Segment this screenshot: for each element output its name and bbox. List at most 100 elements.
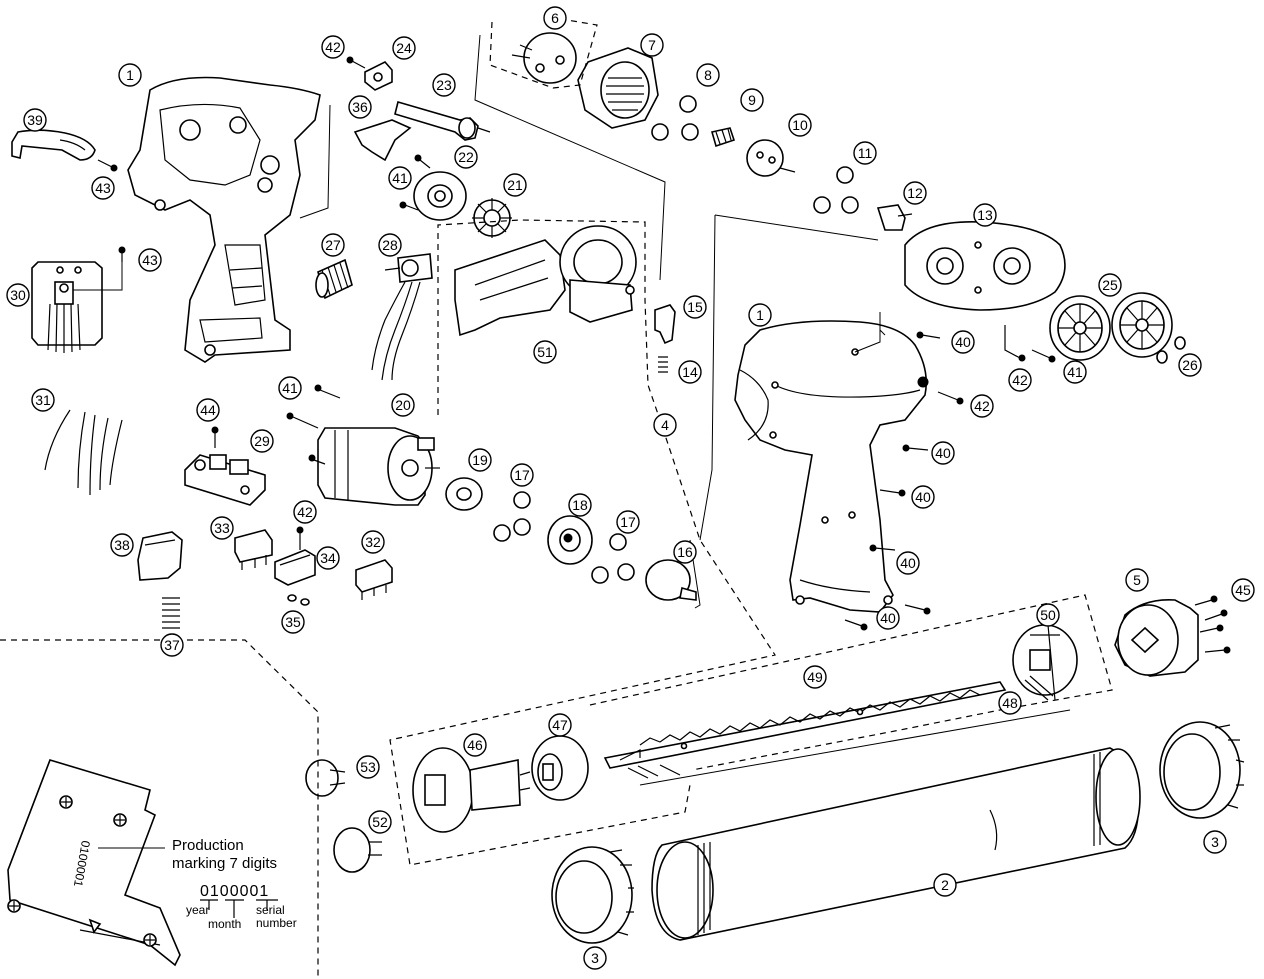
callout-number: 28	[382, 237, 398, 253]
callout-circle	[896, 551, 920, 575]
spring-14	[658, 356, 668, 373]
callout-circle	[210, 516, 234, 540]
callout-circle	[392, 36, 416, 60]
callout-6: 6	[543, 6, 567, 30]
callout-number: 48	[1002, 695, 1018, 711]
callout-circle	[673, 540, 697, 564]
callout-40: 40	[951, 330, 975, 354]
callout-number: 7	[648, 37, 656, 53]
callout-42: 42	[970, 394, 994, 418]
callout-circle	[432, 73, 456, 97]
callout-circle	[316, 546, 340, 570]
callout-number: 23	[436, 77, 452, 93]
year-label: year	[186, 903, 209, 917]
callout-circle	[640, 33, 664, 57]
callout-circle	[803, 665, 827, 689]
callout-circle	[278, 376, 302, 400]
switch-plate	[31, 261, 123, 353]
micro-switch	[355, 559, 393, 600]
callout-circle	[23, 108, 47, 132]
callout-40: 40	[911, 485, 935, 509]
callout-41: 41	[1063, 360, 1087, 384]
callout-number: 42	[297, 504, 313, 520]
screw-42c	[937, 391, 964, 405]
callout-46: 46	[463, 733, 487, 757]
trigger-switch	[137, 531, 183, 581]
callout-circle	[678, 360, 702, 384]
callout-circle	[321, 233, 345, 257]
callout-circle	[250, 429, 274, 453]
callout-20: 20	[391, 393, 415, 417]
screw-40f	[844, 619, 868, 631]
screw-42a	[346, 56, 366, 69]
callout-circle	[740, 88, 764, 112]
callout-number: 10	[792, 117, 808, 133]
callout-number: 27	[325, 237, 341, 253]
callout-number: 21	[507, 177, 523, 193]
callout-26: 26	[1178, 353, 1202, 377]
callout-41: 41	[278, 376, 302, 400]
pinion-9	[710, 127, 736, 148]
callout-number: 5	[1133, 572, 1141, 588]
callout-7: 7	[640, 33, 664, 57]
callout-circle	[748, 303, 772, 327]
callout-circle	[876, 606, 900, 630]
callout-27: 27	[321, 233, 345, 257]
assembly-lines	[299, 34, 1071, 786]
group-outline-bottom	[0, 639, 319, 979]
callout-17: 17	[510, 463, 534, 487]
callout-circle	[1231, 578, 1255, 602]
callout-number: 17	[620, 514, 636, 530]
callout-21: 21	[503, 173, 527, 197]
screw-41c	[314, 384, 341, 399]
callout-circle	[454, 145, 478, 169]
callout-number: 33	[214, 520, 230, 536]
callout-circle	[378, 233, 402, 257]
screw-22	[414, 154, 431, 169]
callout-42: 42	[293, 500, 317, 524]
callout-circle	[293, 500, 317, 524]
screw-43a	[97, 159, 118, 172]
gear-21	[472, 198, 512, 238]
callout-number: 30	[10, 287, 26, 303]
callout-39: 39	[23, 108, 47, 132]
callout-circle	[321, 35, 345, 59]
callout-number: 34	[320, 550, 336, 566]
callout-circle	[196, 398, 220, 422]
belt-clip	[11, 129, 96, 161]
callout-4: 4	[653, 413, 677, 437]
callout-circle	[110, 533, 134, 557]
callout-circle	[348, 95, 372, 119]
callout-35: 35	[281, 610, 305, 634]
callout-circle	[903, 181, 927, 205]
plunger-cap-53	[305, 759, 346, 797]
callout-number: 3	[1211, 834, 1219, 850]
callout-25: 25	[1098, 273, 1122, 297]
callout-number: 8	[704, 67, 712, 83]
callout-circle	[568, 493, 592, 517]
callout-circle	[911, 485, 935, 509]
callout-number: 31	[35, 392, 51, 408]
callout-9: 9	[740, 88, 764, 112]
callout-circle	[683, 295, 707, 319]
callout-circle	[118, 63, 142, 87]
group-outline-49	[589, 594, 1113, 771]
callout-circle	[356, 755, 380, 779]
callout-number: 43	[95, 180, 111, 196]
callout-circle	[1178, 353, 1202, 377]
callout-43: 43	[138, 248, 162, 272]
callout-3: 3	[1203, 830, 1227, 854]
callout-53: 53	[356, 755, 380, 779]
wheel-25b	[1111, 292, 1173, 358]
gear-8	[651, 95, 699, 141]
callout-17: 17	[616, 510, 640, 534]
callout-circle	[973, 203, 997, 227]
callout-circle	[91, 176, 115, 200]
callout-19: 19	[468, 448, 492, 472]
callout-40: 40	[876, 606, 900, 630]
callout-number: 49	[807, 669, 823, 685]
housing-right-half	[734, 320, 929, 613]
part-15	[654, 304, 676, 345]
serial-label-line1: serial	[256, 903, 285, 917]
output-shaft-12	[876, 204, 913, 231]
